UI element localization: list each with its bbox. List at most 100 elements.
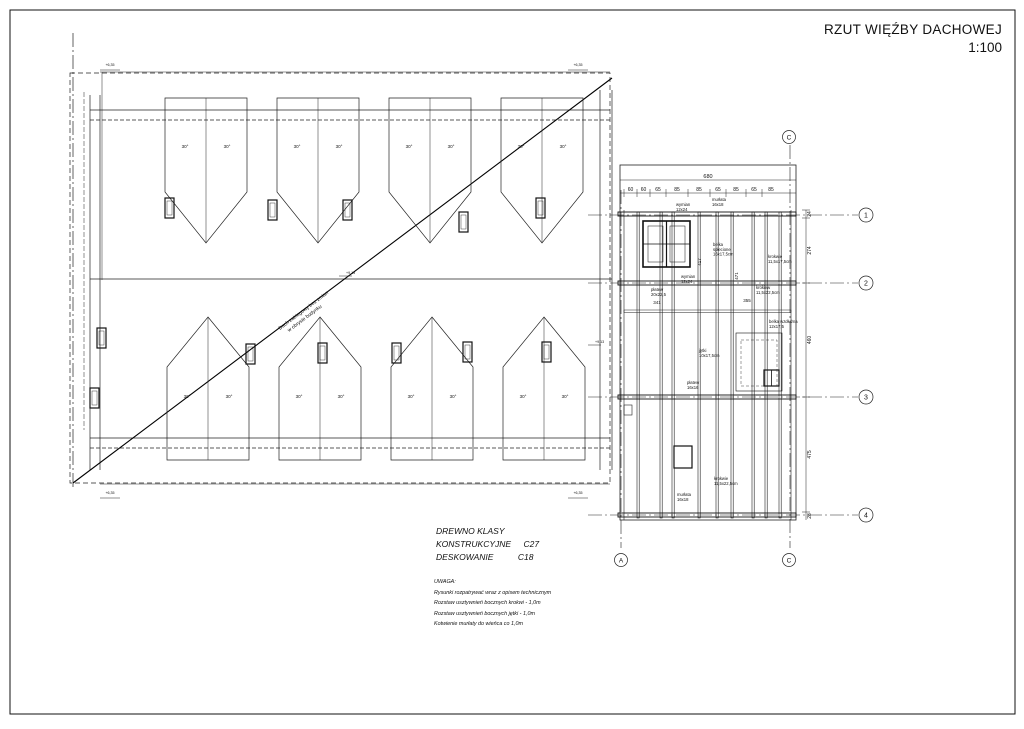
axis-row-label: 3 bbox=[864, 395, 868, 402]
skylight bbox=[89, 387, 100, 409]
axis-bubble bbox=[858, 389, 874, 405]
skylight-pane bbox=[319, 345, 326, 361]
slope-label: 30° bbox=[406, 144, 413, 149]
dim-right-part: 28 bbox=[807, 513, 813, 519]
rafter bbox=[730, 211, 734, 519]
skylight-pane bbox=[537, 200, 544, 216]
dormer-top bbox=[388, 97, 472, 244]
skylight bbox=[164, 197, 175, 219]
rafters bbox=[636, 211, 782, 519]
drawing-title: RZUT WIĘŹBY DACHOWEJ bbox=[823, 22, 1002, 37]
drawing-scale: 1:100 bbox=[968, 40, 1002, 55]
dim-inner: 471 bbox=[734, 272, 739, 280]
dim-part: 60 bbox=[628, 187, 634, 193]
timber-class-value: C18 bbox=[517, 552, 534, 562]
rafter bbox=[764, 211, 768, 519]
slope-label: 30° bbox=[560, 144, 567, 149]
timber-class-block: DREWNO KLASY KONSTRUKCYJNE C27 DESKOWANI… bbox=[436, 525, 539, 564]
level-label: +6,35 bbox=[573, 491, 582, 495]
axis-col-label: C bbox=[787, 557, 792, 564]
skylight-pane bbox=[460, 214, 467, 230]
hatch-opening bbox=[673, 445, 693, 469]
skylight-pane bbox=[91, 390, 98, 406]
skylight bbox=[458, 211, 469, 233]
dim-inner: 417 bbox=[697, 258, 702, 266]
dim-total: 680 bbox=[703, 174, 712, 180]
skylight-pane bbox=[344, 202, 351, 218]
dim-part: 65 bbox=[715, 187, 721, 193]
dim-part: 85 bbox=[733, 187, 739, 193]
rafter bbox=[715, 211, 719, 519]
axis-bubble bbox=[858, 275, 874, 291]
slope-label: 30° bbox=[224, 144, 231, 149]
notes-heading: UWAGA: bbox=[434, 579, 456, 585]
purlin-end bbox=[623, 404, 633, 416]
window-pane-right bbox=[669, 225, 686, 263]
title-block: RZUT WIĘŹBY DACHOWEJ 1:100 bbox=[824, 22, 1002, 55]
skylight-pane bbox=[269, 202, 276, 218]
note-line: Rozstaw usztywnień bocznych krokwi - 1,0… bbox=[434, 600, 541, 606]
eaves-outline bbox=[69, 72, 611, 484]
skylight bbox=[245, 343, 256, 365]
timber-class-label: DESKOWANIE bbox=[436, 552, 494, 562]
skylight bbox=[391, 342, 402, 364]
dim-part: 85 bbox=[768, 187, 774, 193]
timber-class-row: KONSTRUKCYJNE C27 bbox=[436, 538, 539, 551]
slope-label: 30° bbox=[184, 394, 191, 399]
skylight-pane bbox=[464, 344, 471, 360]
slope-label: 30° bbox=[520, 394, 527, 399]
axis-bubble bbox=[782, 553, 796, 567]
timber-class-row: DESKOWANIE C18 bbox=[436, 551, 539, 564]
level-label: +6,35 bbox=[105, 491, 114, 495]
chimney-block bbox=[735, 332, 783, 392]
axis-row-label: 1 bbox=[864, 213, 868, 220]
dormer-top bbox=[276, 97, 360, 244]
skylight-pane bbox=[98, 330, 105, 346]
dim-part: 85 bbox=[696, 187, 702, 193]
slope-label: 30° bbox=[450, 394, 457, 399]
rafter bbox=[659, 211, 663, 519]
chimney-outline bbox=[735, 332, 783, 392]
skylights bbox=[89, 197, 552, 409]
skylight bbox=[96, 327, 107, 349]
dim-right-part: 24 bbox=[807, 211, 813, 217]
skylight-pane bbox=[247, 346, 254, 362]
slope-label: 30° bbox=[294, 144, 301, 149]
roof-plan-left bbox=[69, 33, 613, 490]
slope-label: 30° bbox=[448, 144, 455, 149]
skylight bbox=[267, 199, 278, 221]
dormers-bottom: 30°30°30°30°30°30°30°30° bbox=[166, 316, 586, 461]
slope-label: 30° bbox=[336, 144, 343, 149]
rafter bbox=[636, 211, 640, 519]
timber-class-value: C27 bbox=[523, 539, 540, 549]
axis-col-label: C bbox=[787, 134, 792, 141]
dormer-top bbox=[164, 97, 248, 244]
frame-outline bbox=[619, 164, 797, 521]
timber-class-heading: DREWNO KLASY bbox=[436, 526, 505, 536]
dim-right-part: 460 bbox=[807, 336, 813, 345]
window-pane-left bbox=[647, 225, 664, 263]
slope-label: 30° bbox=[518, 144, 525, 149]
truss-frame bbox=[619, 145, 797, 548]
skylight-pane bbox=[166, 200, 173, 216]
level-label: +6,35 bbox=[105, 63, 114, 67]
slope-label: 30° bbox=[338, 394, 345, 399]
level-label: +6,35 bbox=[573, 63, 582, 67]
rafter bbox=[751, 211, 755, 519]
slope-label: 30° bbox=[408, 394, 415, 399]
rafter bbox=[671, 211, 675, 519]
